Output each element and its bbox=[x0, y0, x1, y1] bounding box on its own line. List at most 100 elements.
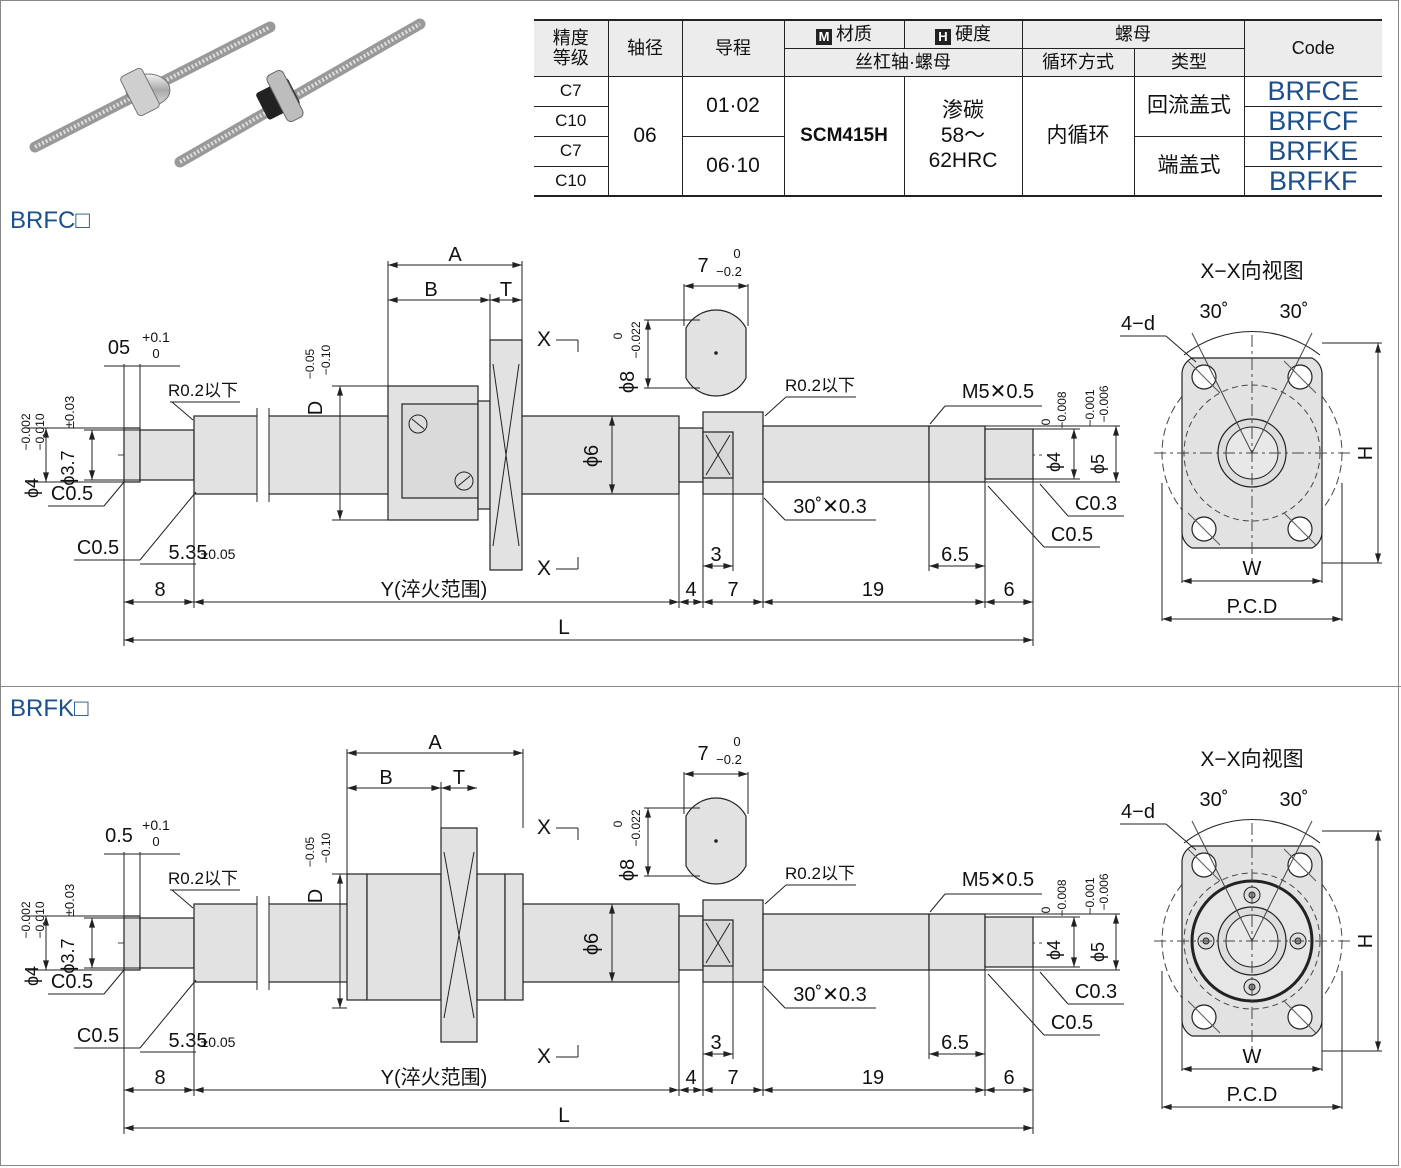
tolerance-label: ±0.05 bbox=[201, 546, 236, 562]
leader-line bbox=[987, 485, 1045, 548]
tolerance-label: ±0.03 bbox=[62, 396, 77, 428]
dimension-arrowhead bbox=[43, 916, 49, 926]
dimension-arrowhead bbox=[703, 599, 713, 605]
tolerance-label: 0 bbox=[152, 346, 159, 361]
label-6: 6 bbox=[1003, 1067, 1014, 1089]
dimension-arrowhead bbox=[693, 1087, 703, 1093]
ball-screw-photo-left bbox=[29, 21, 276, 153]
shaft-step bbox=[678, 427, 704, 483]
dimension-arrowhead bbox=[1113, 960, 1119, 970]
tolerance-label: 0 bbox=[1039, 906, 1053, 913]
label-7: 7 bbox=[727, 1067, 738, 1089]
hole-centerline bbox=[1187, 848, 1221, 882]
dimension-arrowhead bbox=[669, 1087, 679, 1093]
shaft-end-left bbox=[123, 915, 141, 971]
hardness-line: 渗碳 bbox=[942, 99, 984, 123]
tolerance-label: −0.002 bbox=[19, 901, 33, 938]
dimension-arrowhead bbox=[467, 785, 477, 791]
dimension-arrowhead bbox=[975, 563, 985, 569]
hole-centerline bbox=[1283, 360, 1317, 394]
label-4d: 4−d bbox=[1121, 801, 1155, 823]
label-C05-right: C0.5 bbox=[1051, 1012, 1093, 1034]
diameter-cell: 06 bbox=[608, 75, 683, 197]
shaft-tip bbox=[984, 428, 1034, 480]
type-cell: 回流盖式 bbox=[1134, 75, 1245, 137]
phi8-label: ϕ8 bbox=[617, 859, 639, 881]
dimension-arrowhead bbox=[1023, 1087, 1033, 1093]
thread-m5 bbox=[928, 913, 986, 971]
dimension-arrowhead bbox=[1375, 343, 1381, 353]
tolerance-label: −0.001 bbox=[1083, 877, 1097, 914]
dimension-arrowhead bbox=[703, 1051, 713, 1057]
section-center-mark bbox=[714, 351, 718, 355]
leader-line bbox=[764, 396, 787, 417]
label-phi6: ϕ6 bbox=[581, 445, 603, 467]
label-30deg-right: 30˚ bbox=[1280, 301, 1309, 323]
label-D: D bbox=[305, 401, 327, 415]
hardness-line: 62HRC bbox=[928, 149, 998, 173]
label-3: 3 bbox=[710, 544, 721, 566]
leader-line bbox=[1165, 335, 1197, 363]
dimension-arrowhead bbox=[1071, 917, 1077, 927]
label-19: 19 bbox=[862, 579, 884, 601]
tolerance-label: −0.001 bbox=[1083, 389, 1097, 426]
flange-section-cross bbox=[443, 851, 475, 1019]
ball-screw-photo-right bbox=[174, 18, 426, 168]
label-groove-width: 0.5 bbox=[105, 825, 133, 847]
lead-cell: 01·02 bbox=[682, 75, 785, 137]
label-C03: C0.3 bbox=[1075, 493, 1117, 515]
leader-line bbox=[929, 405, 946, 425]
hole-centerline bbox=[1187, 360, 1221, 394]
dimension-arrowhead bbox=[89, 958, 95, 968]
angle-ray bbox=[1191, 820, 1253, 942]
label-C05-left: C0.5 bbox=[51, 971, 93, 993]
header-circulation: 循环方式 bbox=[1022, 48, 1135, 76]
dimension-arrowhead bbox=[43, 960, 49, 970]
angle-ray bbox=[1251, 332, 1313, 454]
dimension-arrowhead bbox=[1375, 831, 1381, 841]
dimension-arrowhead bbox=[124, 1087, 134, 1093]
header-material-label: 材质 bbox=[836, 23, 872, 44]
label-L: L bbox=[558, 1104, 570, 1127]
dimension-arrowhead bbox=[679, 1087, 689, 1093]
dimension-arrowhead bbox=[89, 470, 95, 480]
dimension-arrowhead bbox=[194, 1087, 204, 1093]
dimension-arrowhead bbox=[89, 918, 95, 928]
nut-end-cap-left bbox=[346, 873, 368, 1001]
dimension-arrowhead bbox=[184, 1087, 194, 1093]
tolerance-label: −0.10 bbox=[319, 832, 333, 863]
label-PCD: P.C.D bbox=[1227, 596, 1278, 618]
hardness-badge-icon: H bbox=[935, 28, 951, 45]
dimension-arrowhead bbox=[194, 599, 204, 605]
label-30deg-chamfer: 30˚✕0.3 bbox=[793, 984, 866, 1006]
dimension-arrowhead bbox=[431, 785, 441, 791]
dimension-arrowhead bbox=[609, 904, 615, 914]
dimension-arrowhead bbox=[347, 750, 357, 756]
label-phi6: ϕ6 bbox=[581, 933, 603, 955]
label-phi5: ϕ5 bbox=[1088, 942, 1108, 962]
tolerance-label: −0.2 bbox=[716, 264, 742, 279]
leader-line bbox=[1039, 971, 1069, 1005]
dimension-arrowhead bbox=[1162, 1104, 1172, 1110]
dimension-arrowhead bbox=[1113, 914, 1119, 924]
dimension-arrowhead bbox=[441, 785, 451, 791]
dimension-arrowhead bbox=[1023, 1125, 1033, 1131]
dimension-arrowhead bbox=[124, 599, 134, 605]
dimension-arrowhead bbox=[184, 599, 194, 605]
dimension-arrowhead bbox=[975, 1051, 985, 1057]
dimension-arrowhead bbox=[1332, 1104, 1342, 1110]
label-5.35: 5.35 bbox=[169, 542, 208, 564]
header-diameter: 轴径 bbox=[608, 19, 683, 76]
dimension-arrowhead bbox=[975, 599, 985, 605]
tolerance-label: −0.006 bbox=[1097, 873, 1111, 910]
hardness-cell: 渗碳 58～ 62HRC bbox=[904, 75, 1023, 197]
label-30deg-chamfer: 30˚✕0.3 bbox=[793, 496, 866, 518]
label-T: T bbox=[500, 279, 512, 301]
label-phi4-left: ϕ4 bbox=[22, 966, 42, 986]
angle-arc bbox=[1183, 819, 1321, 844]
